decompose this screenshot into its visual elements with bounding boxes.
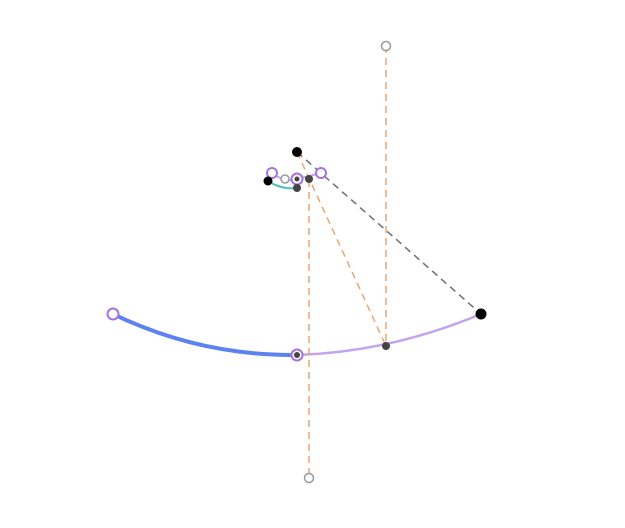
hollow-handle-small[interactable] <box>280 174 290 184</box>
diagonal-guide-gray <box>296 151 482 315</box>
anchor-point-small-a[interactable] <box>305 175 313 183</box>
mid-endpoint-dot <box>294 352 300 358</box>
blue-curve-segment[interactable] <box>111 312 299 358</box>
small-ring-right[interactable] <box>315 167 327 179</box>
hollow-handle-bottom[interactable] <box>303 472 315 484</box>
small-ring-center-dot <box>294 176 300 182</box>
start-endpoint-ring[interactable] <box>106 307 120 321</box>
lavender-curve-segment[interactable] <box>295 312 483 357</box>
end-control-point[interactable] <box>475 308 487 320</box>
control-point-small-left[interactable] <box>263 176 273 186</box>
control-point-top[interactable] <box>292 147 302 157</box>
anchor-point-mid[interactable] <box>382 342 390 350</box>
hollow-handle-top[interactable] <box>380 40 392 52</box>
anchor-point-small-b[interactable] <box>293 184 301 192</box>
small-ring-left[interactable] <box>266 167 278 179</box>
